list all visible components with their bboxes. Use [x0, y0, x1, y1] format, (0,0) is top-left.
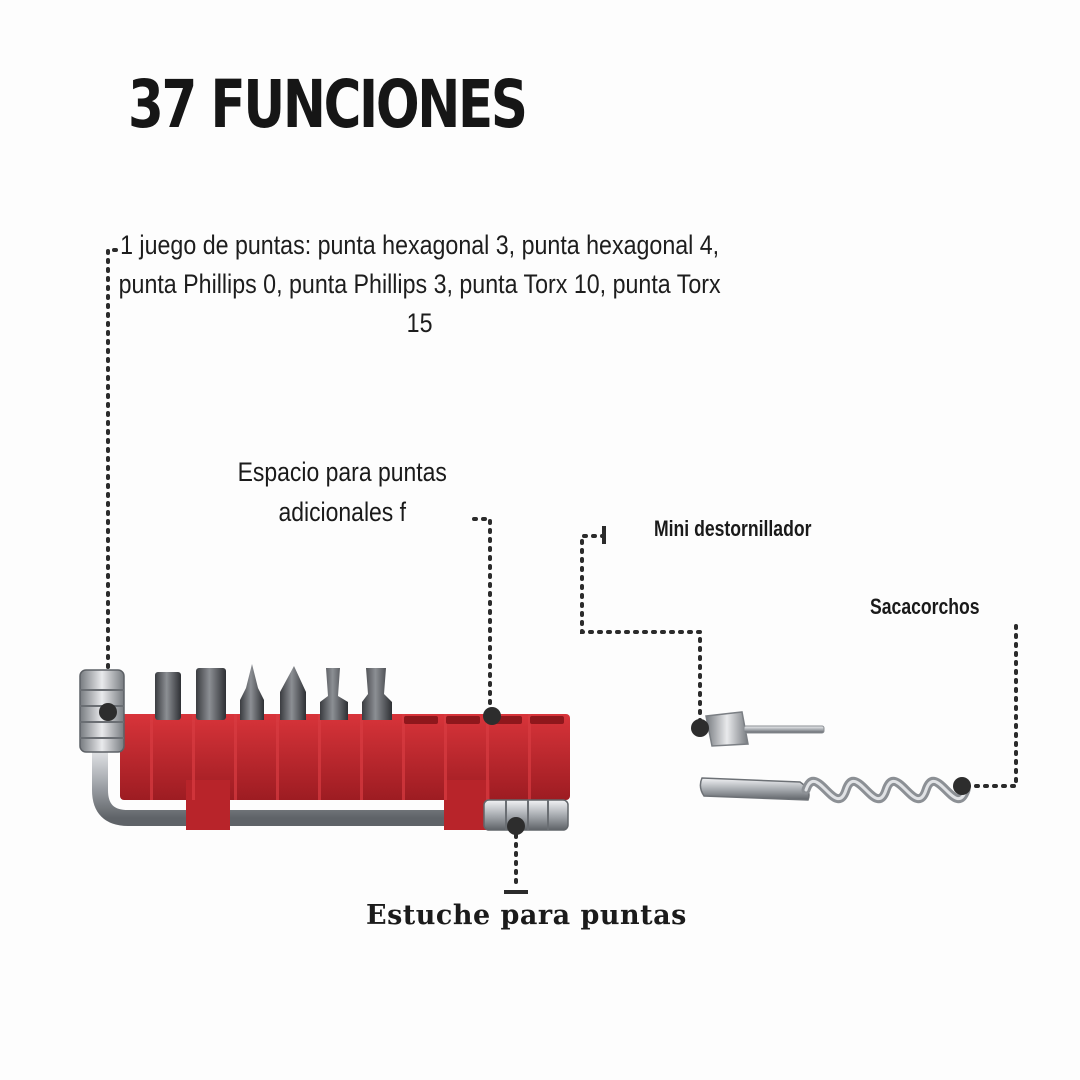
bits-set-label: 1 juego de puntas: punta hexagonal 3, pu… [118, 230, 721, 338]
leader-extra-space [472, 517, 492, 714]
corkscrew-label: Sacacorchos [870, 594, 980, 619]
extra-space-label: Espacio para puntas adicionales f [236, 452, 449, 532]
hex-bit-icon [155, 672, 181, 720]
extra-space-line2: adicionales f [278, 497, 407, 527]
page-title: 37 FUNCIONES [128, 66, 528, 143]
bit-holder [120, 714, 570, 830]
phillips-bit-icon [280, 666, 306, 720]
leader-lines [106, 248, 1018, 888]
hex-bit-icon [196, 668, 226, 720]
mini-screwdriver-icon [705, 711, 825, 747]
leader-mini-screwdriver [580, 534, 702, 730]
bit-case-cylinder [483, 799, 569, 831]
corkscrew-icon [699, 777, 971, 803]
wrench-bar [92, 734, 504, 826]
torx-bit-icon [362, 668, 392, 720]
callout-dots [99, 703, 971, 835]
mini-screwdriver-label: Mini destornillador [654, 516, 812, 541]
bit-case-label: Estuche para puntas [366, 900, 687, 931]
torx-bit-icon [320, 668, 348, 720]
leader-bits [106, 248, 118, 714]
phillips-bit-icon [240, 664, 264, 720]
extra-space-line1: Espacio para puntas [237, 457, 447, 487]
leader-corkscrew [960, 624, 1018, 788]
